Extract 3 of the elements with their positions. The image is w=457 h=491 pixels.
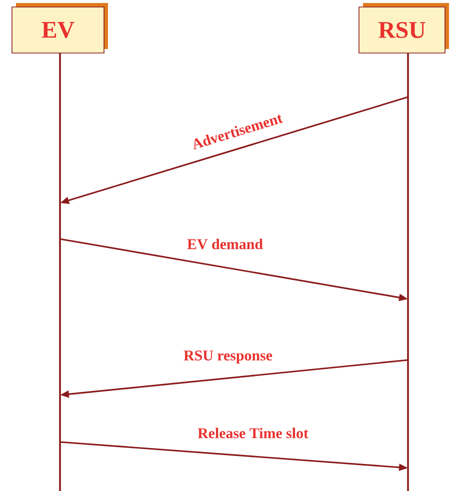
message-label: RSU response	[184, 350, 272, 364]
message-label: Release Time slot	[198, 428, 308, 438]
message-label: EV demand	[187, 238, 263, 250]
